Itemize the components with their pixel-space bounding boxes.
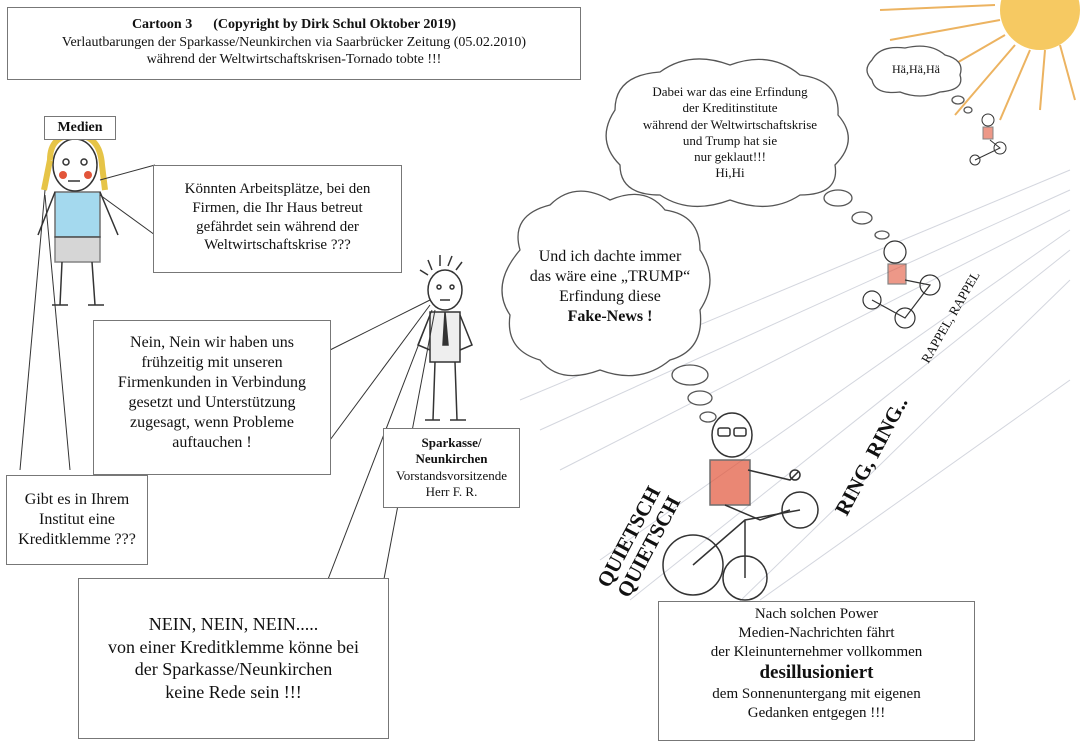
q2-line3: Kreditklemme ???: [18, 531, 136, 548]
thought2-line5: nur geklaut!!!: [694, 149, 766, 164]
a1-line4: gesetzt und Unterstützung: [128, 394, 296, 411]
medien-person-figure: [37, 131, 119, 306]
caption-line5: dem Sonnenuntergang mit eigenen: [712, 686, 921, 702]
question-1-box: Könnten Arbeitsplätze, bei den Firmen, d…: [153, 165, 402, 273]
q1-line3: gefährdet sein während der: [196, 218, 359, 235]
a1-line6: auftauchen !: [172, 434, 252, 451]
a1-line2: frühzeitig mit unseren: [141, 354, 283, 371]
thought-cloud-3: [866, 45, 973, 114]
thought1-line3: Erfindung diese: [559, 288, 661, 305]
q1-line1: Könnten Arbeitsplätze, bei den: [184, 181, 371, 197]
q2-line1: Gibt es in Ihrem: [24, 491, 130, 508]
caption-line1: Nach solchen Power: [754, 606, 879, 622]
medien-label: Medien: [44, 116, 116, 140]
sparkasse-line4: Herr F. R.: [425, 483, 478, 499]
a1-line3: Firmenkunden in Verbindung: [117, 374, 307, 391]
header-title-line: Cartoon 3 (Copyright by Dirk Schul Oktob…: [8, 16, 580, 34]
caption-box: Nach solchen Power Medien-Nachrichten fä…: [658, 601, 975, 741]
sparkasse-line1: Sparkasse/: [421, 435, 482, 450]
caption-line2: Medien-Nachrichten fährt: [738, 624, 895, 641]
a1-line5: zugesagt, wenn Probleme: [130, 414, 294, 431]
header-line2: Verlautbarungen der Sparkasse/Neunkirche…: [61, 34, 527, 50]
thought2-line6: Hi,Hi: [715, 165, 745, 181]
caption-line4: desillusioniert: [759, 662, 874, 684]
header-line3: während der Weltwirtschaftskrisen-Tornad…: [146, 52, 442, 67]
answer-1-box: Nein, Nein wir haben uns frühzeitig mit …: [93, 320, 331, 475]
thought2-line3: während der Weltwirtschaftskrise: [642, 116, 818, 132]
a1-line1: Nein, Nein wir haben uns: [130, 334, 294, 351]
cyclist-large: [662, 412, 819, 601]
q1-line4: Weltwirtschaftskrise ???: [204, 237, 351, 254]
thought1-line1: Und ich dachte immer: [538, 248, 682, 265]
thought-2-text: Dabei war das eine Erfindung der Krediti…: [615, 84, 845, 182]
q2-line2: Institut eine: [39, 511, 115, 528]
a2-line1: NEIN, NEIN, NEIN.....: [148, 614, 319, 634]
a2-line3: der Sparkasse/Neunkirchen: [134, 659, 333, 679]
thought-3-text: Hä,Hä,Hä: [880, 62, 952, 77]
question-2-box: Gibt es in Ihrem Institut eine Kreditkle…: [6, 475, 148, 565]
thought-1-text: Und ich dachte immer das wäre eine „TRUM…: [505, 247, 715, 327]
thought2-line2: der Kreditinstitute: [682, 100, 778, 116]
thought-cloud-2: [605, 58, 890, 240]
thought1-line2: das wäre eine „TRUMP“: [529, 268, 691, 285]
cyclist-small: [969, 113, 1007, 166]
medien-label-text: Medien: [57, 120, 103, 135]
sparkasse-line2: Neunkirchen: [415, 451, 488, 467]
sparkasse-person-figure: [417, 255, 473, 421]
header-box: Cartoon 3 (Copyright by Dirk Schul Oktob…: [7, 7, 581, 80]
header-copyright: (Copyright by Dirk Schul Oktober 2019): [213, 17, 457, 32]
q1-line2: Firmen, die Ihr Haus betreut: [192, 199, 363, 216]
thought1-line4: Fake-News !: [567, 308, 653, 325]
thought2-line4: und Trump hat sie: [682, 132, 778, 148]
thought3-line: Hä,Hä,Hä: [892, 62, 940, 76]
thought2-line1: Dabei war das eine Erfindung: [652, 84, 808, 99]
sparkasse-line3: Vorstandsvorsitzende: [396, 467, 507, 483]
a2-line2: von einer Kreditklemme könne bei: [108, 636, 359, 657]
caption-line3: der Kleinunternehmer vollkommen: [710, 643, 923, 660]
cyclist-medium: [862, 240, 941, 329]
header-title: Cartoon 3: [131, 17, 193, 32]
sparkasse-label-box: Sparkasse/ Neunkirchen Vorstandsvorsitze…: [383, 428, 520, 508]
answer-2-box: NEIN, NEIN, NEIN..... von einer Kreditkl…: [78, 578, 389, 739]
caption-line6: Gedanken entgegen !!!: [747, 704, 886, 721]
thought-cloud-1: [501, 190, 717, 423]
a2-line4: keine Rede sein !!!: [165, 681, 302, 702]
road-lines: [519, 169, 1071, 641]
